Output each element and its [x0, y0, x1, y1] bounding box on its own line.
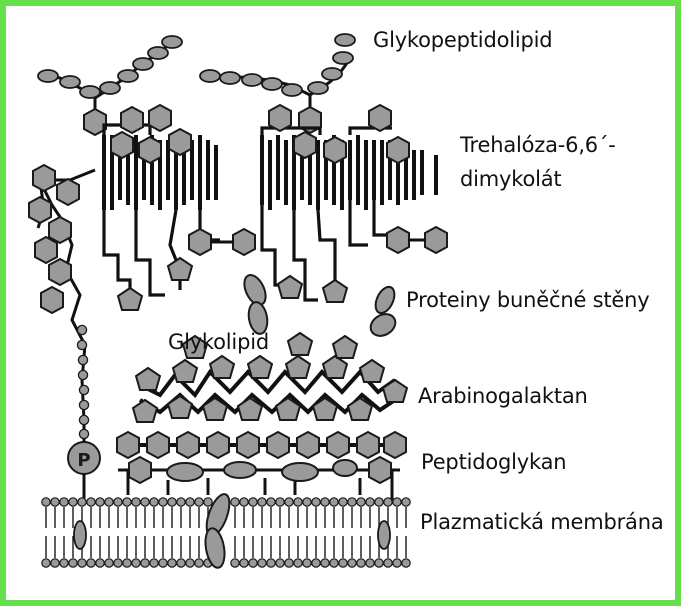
label-trehalose-dimycolate: Trehalóza-6,6´- dimykolát	[460, 128, 616, 196]
peptidoglycan-layer	[117, 432, 406, 500]
mycolic-acid-layer	[104, 105, 447, 310]
glycopeptidolipid-chains	[38, 34, 355, 135]
plasma-membrane	[42, 491, 410, 569]
phosphate-label: P	[77, 450, 90, 471]
label-glycopeptidolipid: Glykopeptidolipid	[373, 28, 552, 52]
label-glycolipid: Glykolipid	[168, 330, 269, 354]
left-glycolipid-chain: P	[29, 165, 100, 500]
label-cell-wall-proteins: Proteiny buněčné stěny	[406, 288, 649, 312]
label-peptidoglycan: Peptidoglykan	[421, 450, 566, 474]
label-arabinogalactan: Arabinogalaktan	[418, 384, 588, 408]
label-plasma-membrane: Plazmatická membrána	[420, 510, 664, 534]
